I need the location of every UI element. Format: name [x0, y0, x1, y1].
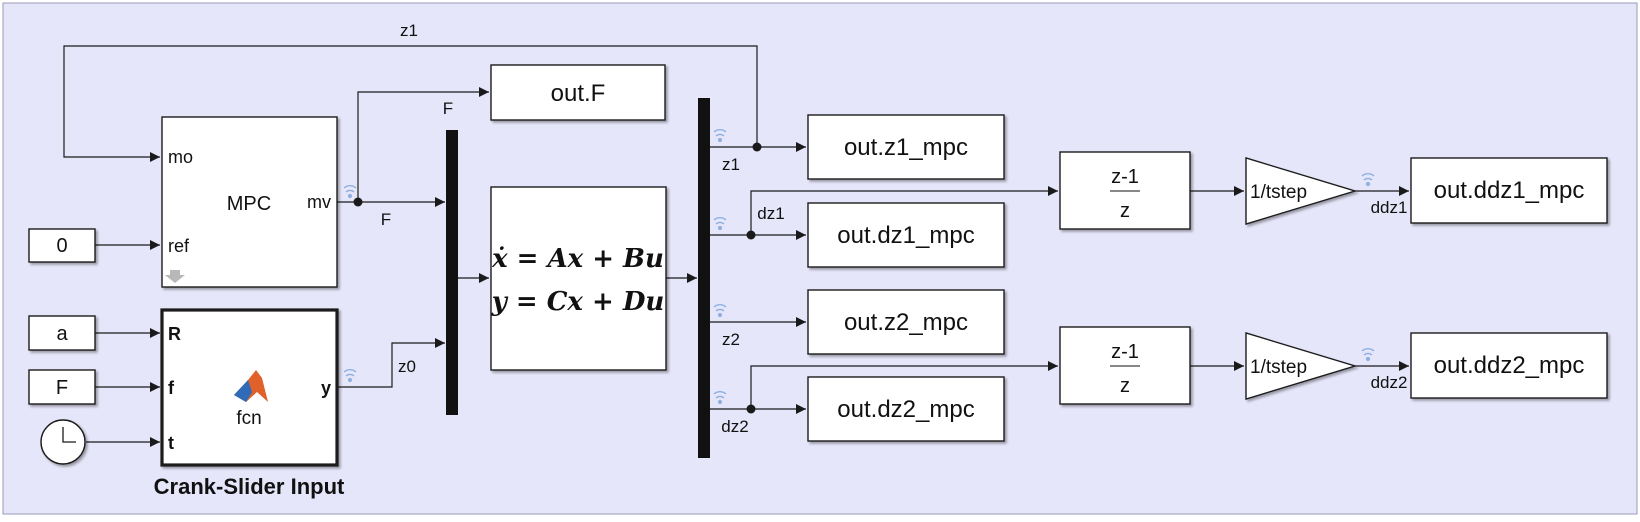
- fcn-block-caption: Crank-Slider Input: [154, 474, 345, 499]
- constant-f-value: F: [56, 377, 68, 399]
- branch-points: [353, 142, 762, 414]
- clock-block[interactable]: [40, 419, 86, 465]
- constant-f-block[interactable]: F: [28, 369, 96, 405]
- mux-block[interactable]: [446, 130, 458, 415]
- out-dz2-block[interactable]: out.dz2_mpc: [807, 376, 1005, 442]
- mpc-port-mv: mv: [307, 192, 331, 212]
- out-z1-label: out.z1_mpc: [844, 134, 968, 161]
- tf1-numerator: z-1: [1111, 166, 1139, 188]
- state-space-block[interactable]: ẋ = Ax + Bu y = Cx + Du: [490, 186, 667, 371]
- fcn-port-y: y: [321, 378, 331, 398]
- out-ddz2-block[interactable]: out.ddz2_mpc: [1410, 332, 1608, 399]
- mpc-arrow-down-icon: [165, 270, 185, 283]
- branch-point-z1: [752, 142, 762, 152]
- mpc-title: MPC: [227, 193, 271, 215]
- fcn-port-r: R: [168, 324, 181, 344]
- state-space-equation-2: y = Cx + Du: [491, 287, 665, 317]
- branch-point-dz2: [746, 404, 756, 414]
- out-z1-block[interactable]: out.z1_mpc: [807, 114, 1005, 180]
- fcn-name: fcn: [236, 408, 261, 429]
- gain-1-block[interactable]: 1/tstep: [1245, 157, 1358, 225]
- signal-label-z1-top: z1: [400, 21, 418, 40]
- state-space-equation-1: ẋ = Ax + Bu: [491, 244, 664, 274]
- demux-block[interactable]: [698, 98, 710, 458]
- clock-icon: [62, 427, 76, 443]
- out-z2-label: out.z2_mpc: [844, 309, 968, 336]
- out-ddz1-label: out.ddz1_mpc: [1434, 177, 1585, 204]
- wire-z1-feedback[interactable]: [63, 45, 758, 162]
- matlab-logo-icon: [234, 370, 268, 402]
- signal-labels: z1 F F z0 z1 dz1 z2 dz2 ddz1 ddz2: [381, 21, 1408, 436]
- wire-z0[interactable]: [337, 338, 445, 388]
- signal-label-z2: z2: [722, 330, 740, 349]
- fcn-port-f: f: [168, 378, 175, 398]
- constant-a-value: a: [56, 323, 68, 345]
- constant-0-value: 0: [56, 235, 67, 257]
- constant-0-block[interactable]: 0: [28, 228, 96, 263]
- gain2-label: 1/tstep: [1250, 357, 1307, 378]
- tf2-denominator: z: [1120, 375, 1130, 397]
- signal-label-ddz2: ddz2: [1371, 373, 1408, 392]
- out-dz1-block[interactable]: out.dz1_mpc: [807, 202, 1005, 268]
- out-ddz1-block[interactable]: out.ddz1_mpc: [1410, 157, 1608, 224]
- out-dz1-label: out.dz1_mpc: [837, 222, 974, 249]
- signal-label-z0: z0: [398, 357, 416, 376]
- signal-label-dz2: dz2: [721, 417, 748, 436]
- signal-label-f-top: F: [443, 99, 453, 118]
- mpc-port-ref: ref: [168, 236, 190, 256]
- signal-label-f-mid: F: [381, 210, 391, 229]
- out-f-block[interactable]: out.F: [490, 64, 666, 121]
- signal-label-ddz1: ddz1: [1371, 198, 1408, 217]
- signal-label-dz1: dz1: [757, 204, 784, 223]
- fcn-block[interactable]: R f t y fcn: [160, 308, 339, 467]
- branch-point-mv: [353, 197, 363, 207]
- tf1-denominator: z: [1120, 200, 1130, 222]
- wire-dz1-tf1[interactable]: [750, 186, 1058, 235]
- tf2-numerator: z-1: [1111, 341, 1139, 363]
- signal-lines: [63, 45, 1409, 447]
- constant-a-block[interactable]: a: [28, 315, 96, 351]
- signal-label-z1: z1: [722, 155, 740, 174]
- fcn-port-t: t: [168, 433, 174, 453]
- wire-dz2-tf2[interactable]: [750, 361, 1058, 409]
- mpc-port-mo: mo: [168, 147, 193, 167]
- out-dz2-label: out.dz2_mpc: [837, 396, 974, 423]
- mpc-block[interactable]: mo ref mv MPC: [161, 116, 338, 288]
- discrete-tf-1-block[interactable]: z-1 z: [1059, 151, 1191, 230]
- gain-2-block[interactable]: 1/tstep: [1245, 332, 1358, 400]
- gain1-label: 1/tstep: [1250, 182, 1307, 203]
- out-f-label: out.F: [551, 80, 606, 107]
- out-ddz2-label: out.ddz2_mpc: [1434, 352, 1585, 379]
- discrete-tf-2-block[interactable]: z-1 z: [1059, 326, 1191, 405]
- out-z2-block[interactable]: out.z2_mpc: [807, 289, 1005, 355]
- branch-point-dz1: [746, 230, 756, 240]
- wire-mv-outF[interactable]: [357, 87, 489, 202]
